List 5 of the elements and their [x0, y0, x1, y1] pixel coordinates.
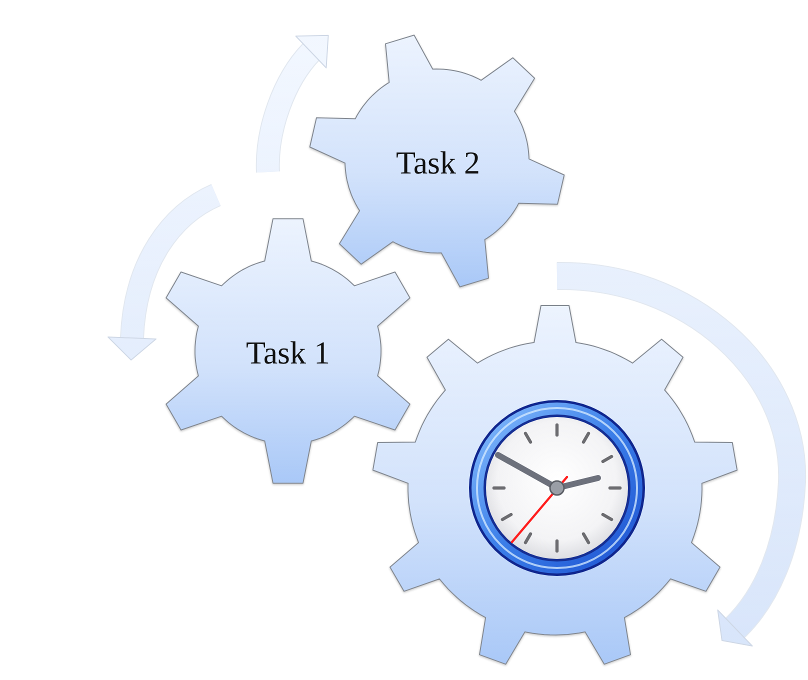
gear-label: Task 1 — [246, 335, 330, 371]
gear — [165, 217, 411, 485]
gear-label: Task 2 — [396, 145, 480, 181]
gear — [308, 34, 566, 288]
gear — [371, 304, 739, 666]
